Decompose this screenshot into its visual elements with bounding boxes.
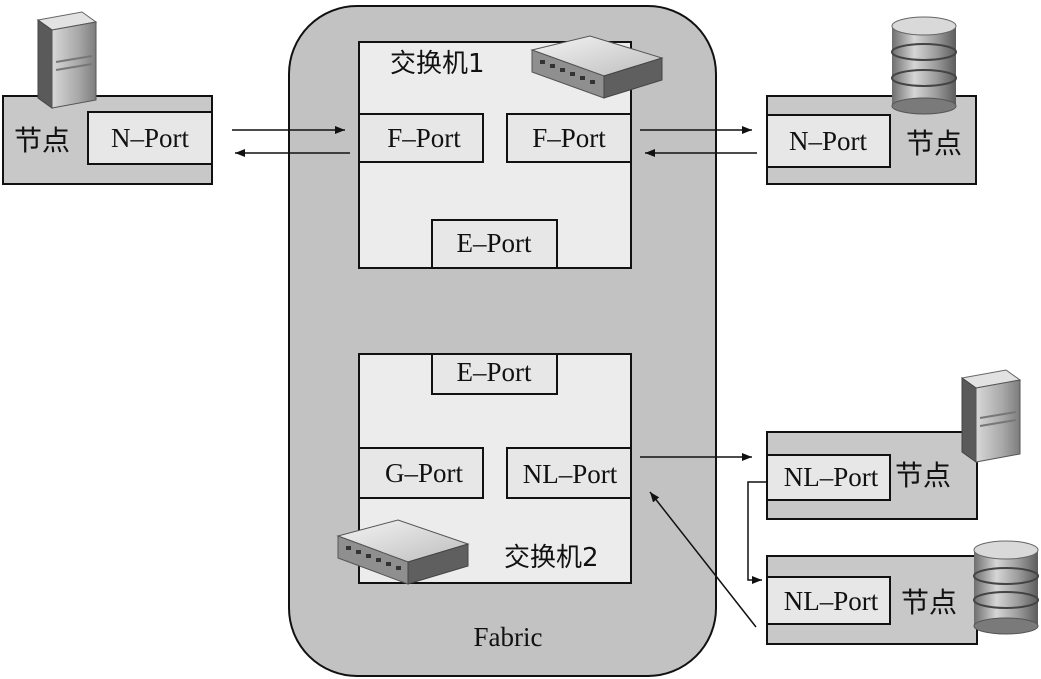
switch-1-icon (530, 35, 664, 99)
switch-2-e-port-label: E–Port (456, 357, 532, 387)
database-cylinder-icon (891, 16, 957, 115)
database-cylinder-icon (973, 540, 1039, 635)
switch-2-nl-port (506, 447, 632, 499)
node-left-n-port (87, 111, 213, 165)
node-right-label: 节点 (906, 127, 962, 160)
loop-link-top-to-bottom (747, 481, 767, 584)
node-loop-top-label: 节点 (895, 459, 951, 492)
switch-1-e-port-label: E–Port (456, 228, 532, 258)
server-tower-icon (960, 369, 1022, 463)
switch-2-e-port (431, 353, 558, 395)
node-loop-bottom-nl-port-label: NL–Port (784, 586, 879, 616)
node-left: 节点 N–Port (2, 95, 213, 185)
switch-2-title: 交换机2 (504, 543, 599, 573)
switch-1-f-port-left (358, 113, 484, 163)
switch-1-f-port-right-label: F–Port (532, 123, 606, 153)
links (232, 126, 767, 628)
node-left-n-port-label: N–Port (111, 123, 190, 153)
server-tower-icon (36, 11, 98, 109)
switch-2-nl-port-label: NL–Port (523, 459, 618, 489)
switch-1: 交换机1 F–Port F–Port E–Port (358, 41, 632, 269)
switch-1-f-port-left-label: F–Port (387, 123, 461, 153)
node-right-n-port-label: N–Port (789, 126, 868, 156)
node-loop-top-nl-port-label: NL–Port (784, 462, 879, 492)
switch-1-title: 交换机1 (390, 49, 485, 79)
switch-2-g-port-label: G–Port (385, 458, 464, 488)
node-loop-bottom: NL–Port 节点 (766, 555, 978, 645)
node-loop-bottom-label: 节点 (901, 586, 957, 619)
link-loop-return (649, 491, 757, 628)
switch-2: E–Port G–Port NL–Port 交换机2 (358, 353, 632, 584)
switch-1-e-port (431, 219, 558, 269)
node-right-n-port (766, 114, 891, 168)
node-loop-top: NL–Port 节点 (766, 431, 978, 520)
switch-2-g-port (358, 447, 484, 499)
node-loop-bottom-nl-port (766, 576, 891, 625)
switch-1-f-port-right (506, 113, 632, 163)
fabric-label: Fabric (474, 622, 543, 652)
switch-2-icon (336, 519, 470, 585)
node-left-label: 节点 (14, 124, 70, 157)
node-loop-top-nl-port (766, 454, 891, 501)
